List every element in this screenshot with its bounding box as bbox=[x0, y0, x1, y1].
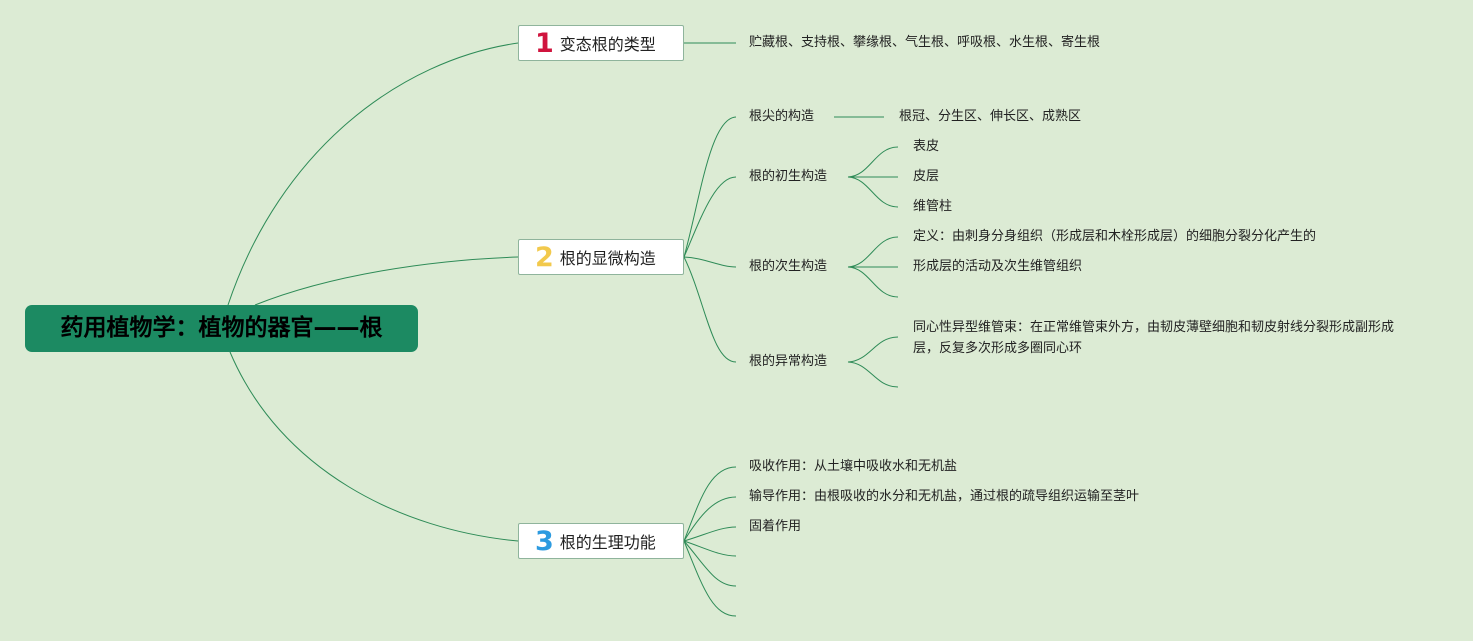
branch-2-child-2-sub-3[interactable]: 维管柱 bbox=[913, 199, 953, 214]
connector-g-p1 bbox=[847, 146, 899, 178]
branch-2-child-2-sub-2[interactable]: 皮层 bbox=[913, 169, 940, 184]
connector-g-p3 bbox=[847, 176, 899, 208]
connector-g-s3 bbox=[847, 266, 899, 298]
branch-3-child-1[interactable]: 吸收作用：从土壤中吸收水和无机盐 bbox=[749, 459, 958, 474]
root-topic[interactable]: 药用植物学：植物的器官——根 bbox=[25, 305, 418, 352]
branch-3-topic[interactable]: 3 根的生理功能 bbox=[518, 523, 684, 559]
connector-g-a1 bbox=[847, 336, 899, 363]
number-3-icon: 3 bbox=[535, 525, 554, 557]
connector-b2-c2 bbox=[683, 176, 737, 258]
number-1-icon: 1 bbox=[535, 27, 554, 59]
branch-3-child-2[interactable]: 输导作用：由根吸收的水分和无机盐，通过根的疏导组织运输至茎叶 bbox=[749, 489, 1140, 504]
connector-b2-c3 bbox=[683, 256, 737, 268]
branch-2-child-1-sub-1[interactable]: 根冠、分生区、伸长区、成熟区 bbox=[899, 109, 1082, 124]
connector-b3-c4 bbox=[683, 540, 737, 557]
branch-2-child-3[interactable]: 根的次生构造 bbox=[749, 259, 828, 274]
branch-1-label: 变态根的类型 bbox=[559, 35, 656, 54]
branch-2-child-1[interactable]: 根尖的构造 bbox=[749, 109, 815, 124]
connector-root-b3 bbox=[229, 351, 519, 542]
connector-b3-c2 bbox=[683, 496, 737, 542]
branch-3-label: 根的生理功能 bbox=[559, 533, 656, 552]
branch-2-child-4-sub-1[interactable]: 同心性异型维管束：在正常维管束外方，由韧皮薄壁细胞和韧皮射线分裂形成副形成层，反… bbox=[913, 320, 1395, 356]
connector-root-b2 bbox=[254, 256, 519, 306]
number-2-icon: 2 bbox=[535, 241, 554, 273]
connector-b3-c5 bbox=[683, 540, 737, 587]
branch-1-child-1[interactable]: 贮藏根、支持根、攀缘根、气生根、呼吸根、水生根、寄生根 bbox=[749, 35, 1101, 50]
connector-g-s1 bbox=[847, 236, 899, 268]
branch-2-child-2-sub-1[interactable]: 表皮 bbox=[913, 139, 940, 154]
branch-1-topic[interactable]: 1 变态根的类型 bbox=[518, 25, 684, 61]
branch-2-child-3-sub-1[interactable]: 定义：由刺身分身组织（形成层和木栓形成层）的细胞分裂分化产生的 bbox=[913, 229, 1317, 244]
connector-b3-c6 bbox=[683, 540, 737, 617]
connector-b3-c1 bbox=[683, 466, 737, 542]
branch-2-child-3-sub-2[interactable]: 形成层的活动及次生维管组织 bbox=[913, 259, 1083, 274]
connector-b3-c3 bbox=[683, 526, 737, 542]
connector-root-b1 bbox=[227, 42, 519, 306]
connector-b2-c1 bbox=[683, 116, 737, 258]
branch-2-child-4[interactable]: 根的异常构造 bbox=[749, 354, 828, 369]
branch-3-child-3[interactable]: 固着作用 bbox=[749, 519, 802, 534]
connector-b2-c4 bbox=[683, 256, 737, 363]
branch-2-label: 根的显微构造 bbox=[559, 249, 656, 268]
branch-2-topic[interactable]: 2 根的显微构造 bbox=[518, 239, 684, 275]
branch-2-child-2[interactable]: 根的初生构造 bbox=[749, 169, 828, 184]
connector-g-a2 bbox=[847, 361, 899, 388]
